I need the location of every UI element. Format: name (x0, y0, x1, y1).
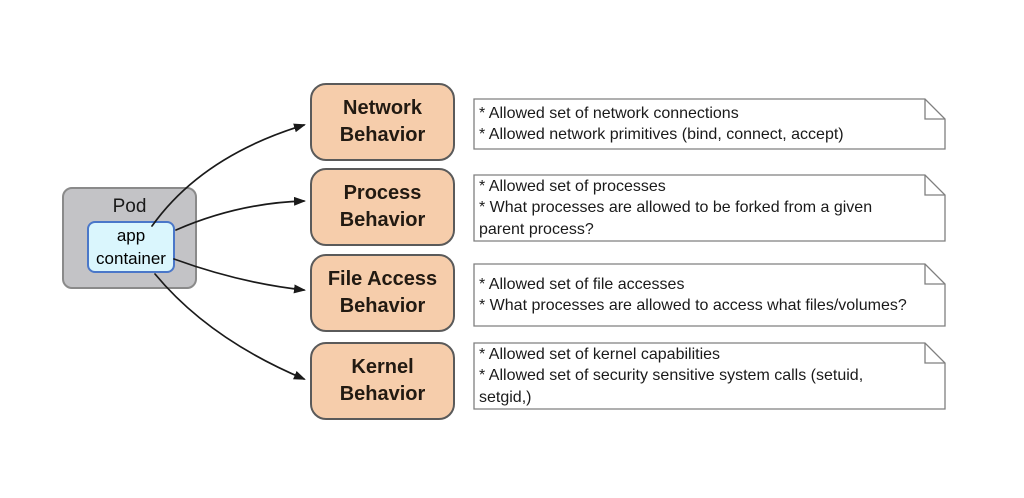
behavior-box-file-access: File Access Behavior (310, 254, 455, 332)
note-network-behavior: * Allowed set of network connections * A… (473, 98, 946, 150)
note-file-access-behavior: * Allowed set of file accesses * What pr… (473, 263, 946, 327)
behavior-label-line: File Access (327, 268, 438, 290)
note-folded-corner-shape (473, 263, 946, 327)
note-text-line: * Allowed set of processes (479, 177, 666, 195)
note-kernel-behavior: * Allowed set of kernel capabilities * A… (473, 342, 946, 410)
note-text-line: * Allowed set of security sensitive syst… (479, 367, 864, 385)
app-container-box: app container (87, 221, 175, 273)
pod-box: Pod app container (62, 187, 197, 289)
behavior-label-line: Behavior (339, 209, 426, 231)
behavior-label-line: Behavior (339, 124, 426, 146)
behavior-box-kernel: Kernel Behavior (310, 342, 455, 420)
behavior-box-network: Network Behavior (310, 83, 455, 161)
note-folded-corner-shape (473, 342, 946, 410)
note-text-line: parent process? (479, 220, 594, 238)
note-text-line: * What processes are allowed to be forke… (479, 199, 873, 217)
behavior-label-line: Behavior (339, 383, 426, 405)
note-text-line: * Allowed set of kernel capabilities (479, 345, 721, 363)
app-container-label: app (116, 226, 146, 245)
note-process-behavior: * Allowed set of processes * What proces… (473, 174, 946, 242)
app-container-label: container (96, 249, 166, 268)
behavior-label-line: Behavior (339, 295, 426, 317)
pod-label: Pod (112, 196, 147, 217)
behavior-box-process: Process Behavior (310, 168, 455, 246)
note-text-line: * Allowed set of file accesses (479, 275, 685, 293)
note-folded-corner-shape (473, 98, 946, 150)
note-text-line: * What processes are allowed to access w… (479, 297, 907, 314)
note-text-line: setgid,) (479, 388, 532, 406)
behavior-label-line: Process (343, 182, 422, 204)
behavior-label-line: Kernel (351, 356, 414, 378)
arrow-to-kernel-behavior (154, 273, 306, 380)
note-text-line: * Allowed set of network connections (479, 104, 739, 122)
note-text-line: * Allowed network primitives (bind, conn… (479, 126, 844, 143)
behavior-label-line: Network (343, 97, 422, 119)
note-folded-corner-shape (473, 174, 946, 242)
